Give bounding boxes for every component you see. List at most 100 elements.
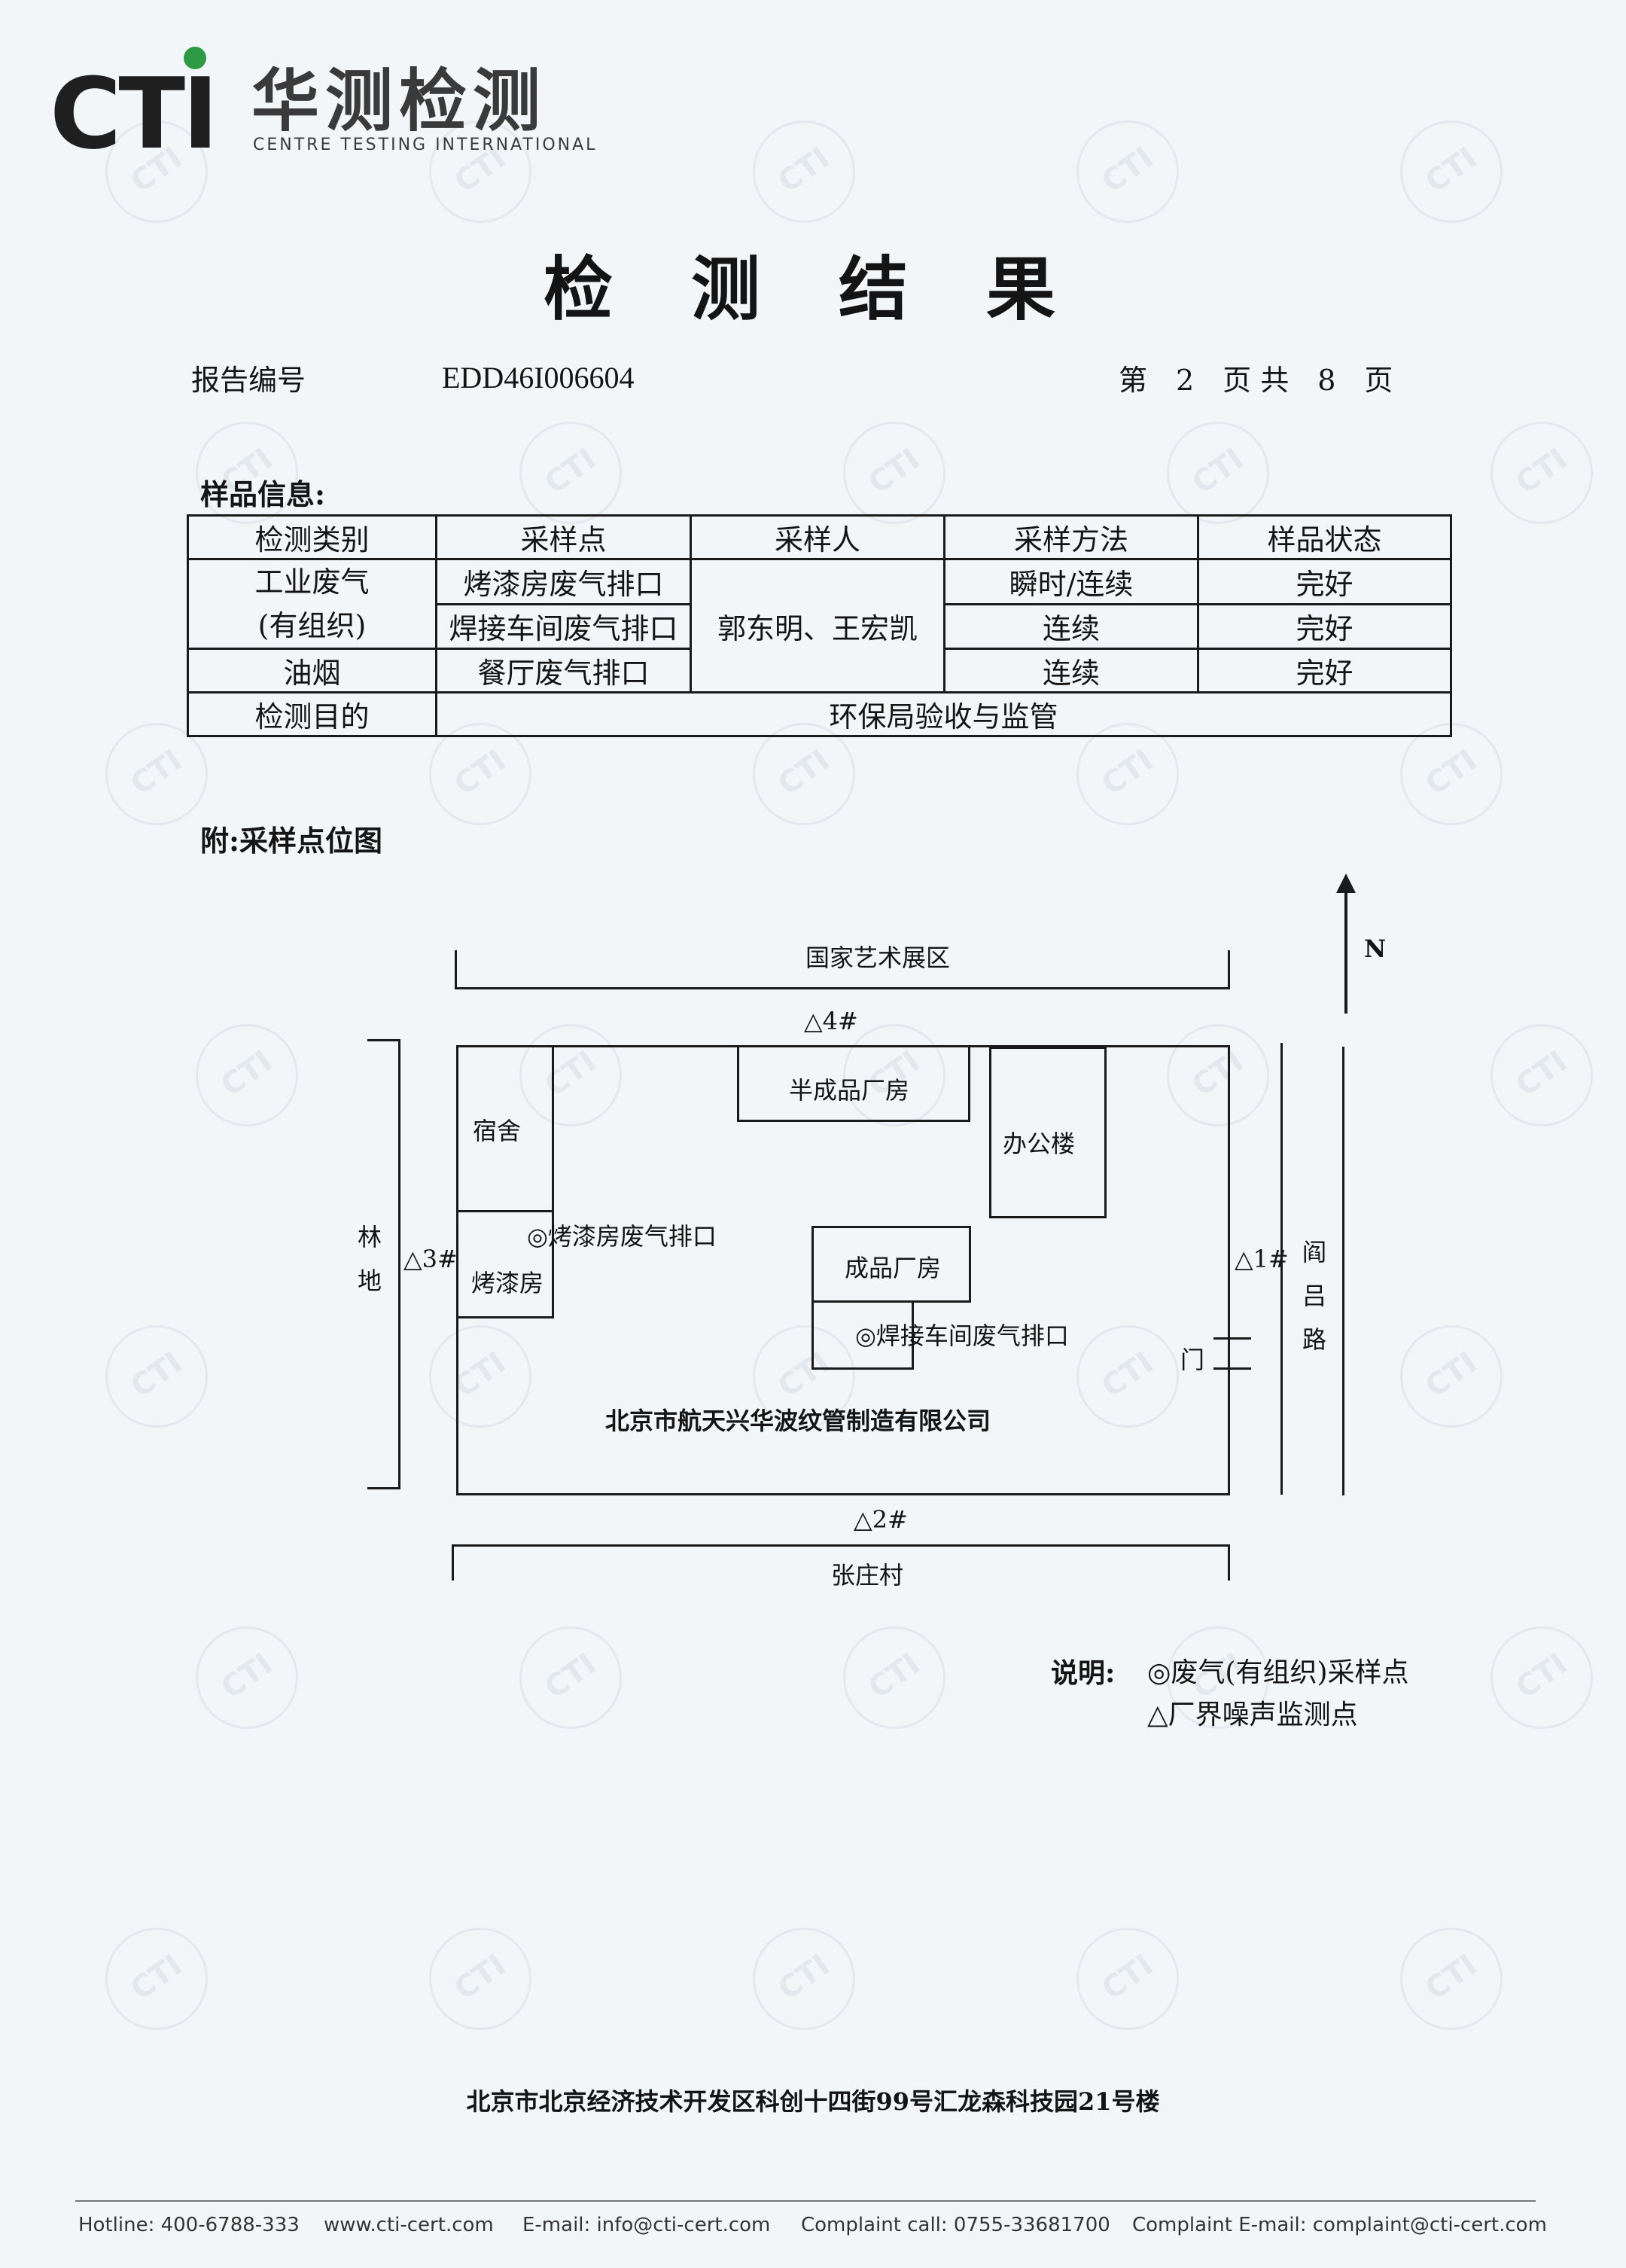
watermark-icon — [105, 120, 208, 223]
watermark-icon — [1490, 1024, 1593, 1126]
watermark-icon — [429, 723, 531, 825]
watermark-icon — [1490, 422, 1593, 524]
paint-room-building — [456, 1210, 554, 1318]
south-boundary-tick — [1228, 1544, 1230, 1581]
west-area-label: 林地 — [357, 1223, 382, 1295]
watermark-icon — [1400, 120, 1503, 223]
sampling-method-cell: 连续 — [943, 602, 1199, 650]
map-section-label: 附:采样点位图 — [200, 824, 383, 858]
sample-state-cell: 完好 — [1197, 558, 1452, 605]
category-line-1: 工业废气 — [254, 565, 370, 599]
watermark-icon — [1167, 1626, 1269, 1729]
watermark-icon — [105, 1325, 208, 1428]
watermark-icon — [753, 723, 855, 825]
semi-finished-plant-label: 半成品厂房 — [789, 1076, 910, 1105]
footer-website[interactable]: www.cti-cert.com — [324, 2214, 494, 2236]
north-area-label: 国家艺术展区 — [805, 943, 951, 972]
watermark-icon — [105, 723, 208, 825]
south-boundary-tick — [452, 1544, 454, 1581]
table-row: 检测目的 环保局验收与监管 — [187, 691, 1452, 737]
noise-point-3: △3# — [403, 1245, 458, 1273]
sample-state-cell: 完好 — [1197, 648, 1452, 694]
east-road-line — [1280, 1043, 1283, 1495]
watermark-icon — [196, 1626, 298, 1729]
watermark-icon — [519, 422, 622, 524]
sampling-point-cell: 烤漆房废气排口 — [435, 558, 692, 605]
footer-complaint-email[interactable]: Complaint E-mail: complaint@cti-cert.com — [1132, 2214, 1547, 2236]
sampling-method-cell: 瞬时/连续 — [943, 558, 1199, 605]
document-title: 检 测 结 果 — [543, 248, 1083, 330]
watermark-icon — [1076, 120, 1179, 223]
category-line-2: (有组织) — [257, 609, 367, 642]
south-boundary-line — [452, 1544, 1230, 1547]
sampling-point-cell: 餐厅废气排口 — [435, 648, 692, 694]
watermark-icon — [843, 422, 945, 524]
sample-info-table: 检测类别 采样点 采样人 采样方法 样品状态 工业废气 (有组织) 烤漆房废气排… — [187, 514, 1452, 737]
report-number: EDD46I006604 — [442, 361, 635, 395]
paint-room-outlet-point: ◎烤漆房废气排口 — [527, 1222, 717, 1251]
watermark-icon — [196, 1024, 298, 1126]
north-boundary-line — [455, 987, 1230, 989]
watermark-icon — [843, 1626, 945, 1729]
watermark-icon — [753, 1325, 855, 1428]
table-header-cell: 采样方法 — [943, 514, 1199, 560]
semi-finished-plant — [737, 1045, 970, 1122]
table-header-cell: 检测类别 — [187, 514, 437, 560]
watermark-icon — [1076, 723, 1179, 825]
footer-divider — [75, 2200, 1536, 2202]
watermark-icon — [1400, 723, 1503, 825]
welding-workshop — [811, 1300, 914, 1370]
sampling-method-cell: 连续 — [943, 648, 1199, 694]
legend-item-noise: △厂界噪声监测点 — [1147, 1699, 1358, 1730]
watermark-icon — [843, 1024, 945, 1126]
sample-info-label: 样品信息: — [200, 477, 326, 511]
company-name: 北京市航天兴华波纹管制造有限公司 — [605, 1407, 991, 1435]
sampling-point-cell: 焊接车间废气排口 — [435, 602, 692, 650]
noise-point-2: △2# — [854, 1505, 908, 1534]
watermark-icon — [1076, 1928, 1179, 2030]
north-boundary-tick — [1228, 950, 1230, 989]
north-boundary-tick — [455, 950, 457, 989]
gate-line — [1213, 1337, 1251, 1340]
report-number-label: 报告编号 — [191, 364, 306, 397]
purpose-label-cell: 检测目的 — [187, 691, 437, 737]
table-row: 油烟 餐厅废气排口 连续 完好 — [187, 648, 1452, 694]
office-building — [989, 1047, 1107, 1218]
north-arrow-icon — [1336, 873, 1356, 893]
table-header-cell: 采样人 — [690, 514, 945, 560]
office-label: 办公楼 — [1003, 1129, 1076, 1158]
purpose-cell: 环保局验收与监管 — [435, 691, 1452, 737]
logo-english-name: CENTRE TESTING INTERNATIONAL — [253, 136, 598, 154]
noise-point-1: △1# — [1235, 1245, 1289, 1273]
noise-point-4: △4# — [804, 1007, 858, 1035]
sample-state-cell: 完好 — [1197, 602, 1452, 650]
watermark-icon — [429, 120, 531, 223]
samplers-cell: 郭东明、王宏凯 — [690, 558, 945, 694]
watermark-icon — [429, 1325, 531, 1428]
table-row: 工业废气 (有组织) 烤漆房废气排口 郭东明、王宏凯 瞬时/连续 完好 — [187, 558, 1452, 694]
table-header-row: 检测类别 采样点 采样人 采样方法 样品状态 — [187, 514, 1452, 560]
watermark-icon — [105, 1928, 208, 2030]
north-arrow-shaft — [1344, 889, 1347, 1014]
north-label: N — [1364, 934, 1387, 963]
east-road-line — [1342, 1047, 1344, 1495]
watermark-icon — [1167, 422, 1269, 524]
watermark-icon — [1076, 1325, 1179, 1428]
watermark-icon — [519, 1626, 622, 1729]
logo-cti: CTI — [50, 56, 218, 171]
table-header-cell: 采样点 — [435, 514, 692, 560]
gate-label: 门 — [1180, 1346, 1205, 1374]
footer-hotline: Hotline: 400-6788-333 — [78, 2214, 300, 2236]
west-boundary-tick — [367, 1039, 400, 1041]
welding-outlet-point: ◎焊接车间废气排口 — [855, 1321, 1069, 1350]
watermark-icon — [753, 120, 855, 223]
legend-label: 说明: — [1051, 1657, 1116, 1689]
watermark-icon — [519, 1024, 622, 1126]
table-row: 焊接车间废气排口 连续 完好 — [188, 602, 1452, 650]
legend-item-waste-gas: ◎废气(有组织)采样点 — [1147, 1657, 1409, 1688]
logo-chinese-name: 华测检测 — [251, 62, 547, 141]
gate-line — [1213, 1367, 1251, 1370]
footer-complaint-call: Complaint call: 0755-33681700 — [801, 2214, 1110, 2236]
watermark-icon — [1490, 1626, 1593, 1729]
footer-email[interactable]: E-mail: info@cti-cert.com — [522, 2214, 771, 2236]
